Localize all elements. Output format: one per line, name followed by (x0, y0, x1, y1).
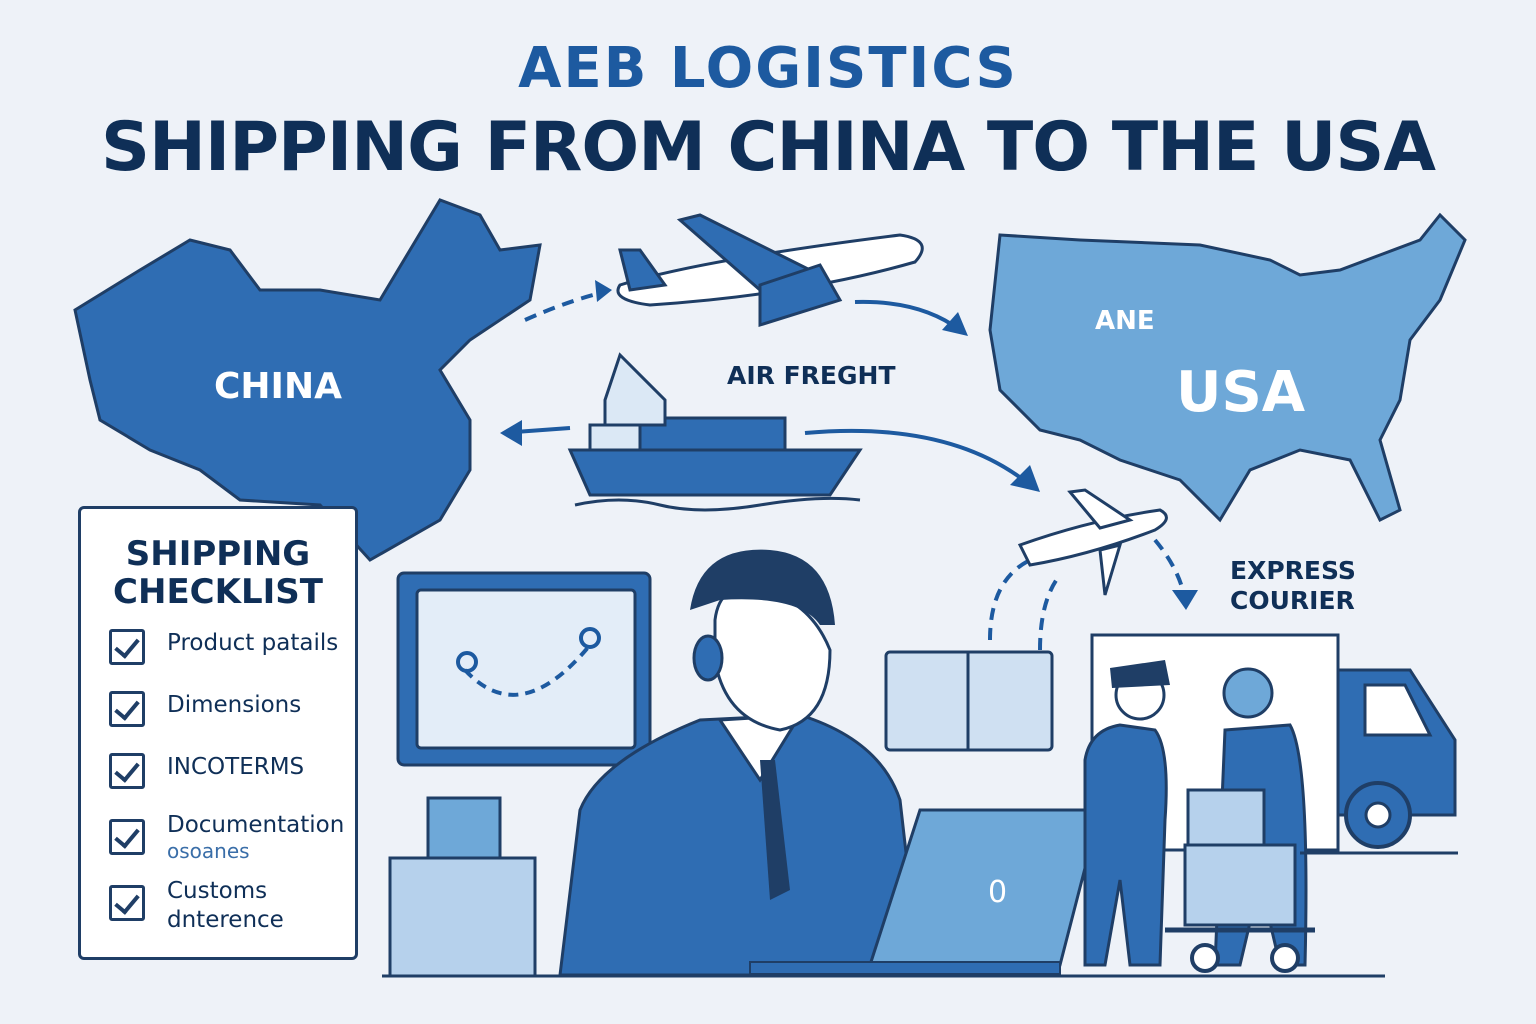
china-label: CHINA (214, 366, 342, 407)
checklist-title: SHIPPING CHECKLIST (113, 534, 323, 612)
express-label-line: EXPRESS (1230, 556, 1356, 585)
customer-service-agent (558, 549, 922, 977)
checklist-item: Dimensions (109, 691, 301, 727)
checklist-item: Product patails (109, 629, 338, 665)
route-ship-to-china (514, 426, 571, 434)
brand-title: AEB LOGISTICS (518, 36, 1018, 101)
checklist-item: INCOTERMS (109, 753, 304, 789)
airplane-icon (616, 213, 924, 328)
checklist-item-text: Customs dnterence (167, 877, 284, 935)
usa-label: USA (1176, 360, 1306, 425)
checklist-item-label: INCOTERMS (167, 754, 305, 780)
dashboard-panel (884, 650, 1054, 752)
air-freight-label: AIR FREGHT (727, 361, 896, 390)
route-ship-to-courier (804, 428, 1032, 487)
location-pin-icon (456, 651, 478, 673)
arrow-head (595, 280, 612, 302)
shipping-checklist: SHIPPING CHECKLIST Product patails Dimen… (78, 506, 358, 960)
checkbox-checked-icon (109, 819, 145, 855)
checklist-item-label: Customs (167, 878, 268, 904)
checkbox-checked-icon (109, 885, 145, 921)
checklist-item-sub: dnterence (167, 907, 284, 933)
small-airplane-icon (1017, 488, 1168, 596)
laptop (749, 808, 1102, 975)
laptop-screen-glyph: 0 (988, 875, 1008, 910)
checkbox-checked-icon (109, 753, 145, 789)
cargo-ship-icon (567, 352, 863, 512)
checklist-item-label: Dimensions (167, 692, 302, 718)
usa-map (988, 212, 1467, 523)
express-courier-label: EXPRESS COURIER (1230, 556, 1356, 616)
map-monitor (396, 571, 652, 767)
checklist-item-text: Documentation osoanes (167, 811, 344, 862)
china-map (73, 198, 542, 562)
route-plane-to-usa (854, 299, 962, 332)
arrow-head (1172, 590, 1198, 610)
checklist-item-sub: osoanes (167, 839, 250, 863)
checklist-item: Documentation osoanes (109, 811, 344, 862)
route-china-to-plane (524, 290, 606, 322)
cargo-boxes (388, 796, 537, 978)
courier-label-line: COURIER (1230, 586, 1355, 615)
checkbox-checked-icon (109, 691, 145, 727)
checklist-item: Customs dnterence (109, 877, 284, 935)
couriers (1083, 660, 1315, 973)
checkbox-checked-icon (109, 629, 145, 665)
location-pin-icon (579, 627, 601, 649)
checklist-item-label: Documentation (167, 812, 345, 838)
arrow-head (1010, 465, 1040, 492)
page-headline: SHIPPING FROM CHINA TO THE USA (101, 108, 1436, 187)
usa-sublabel: ANE (1095, 306, 1155, 336)
headset-icon (692, 634, 724, 682)
checklist-item-label: Product patails (167, 630, 339, 656)
arrow-head (942, 312, 968, 336)
arrow-head (500, 420, 522, 446)
